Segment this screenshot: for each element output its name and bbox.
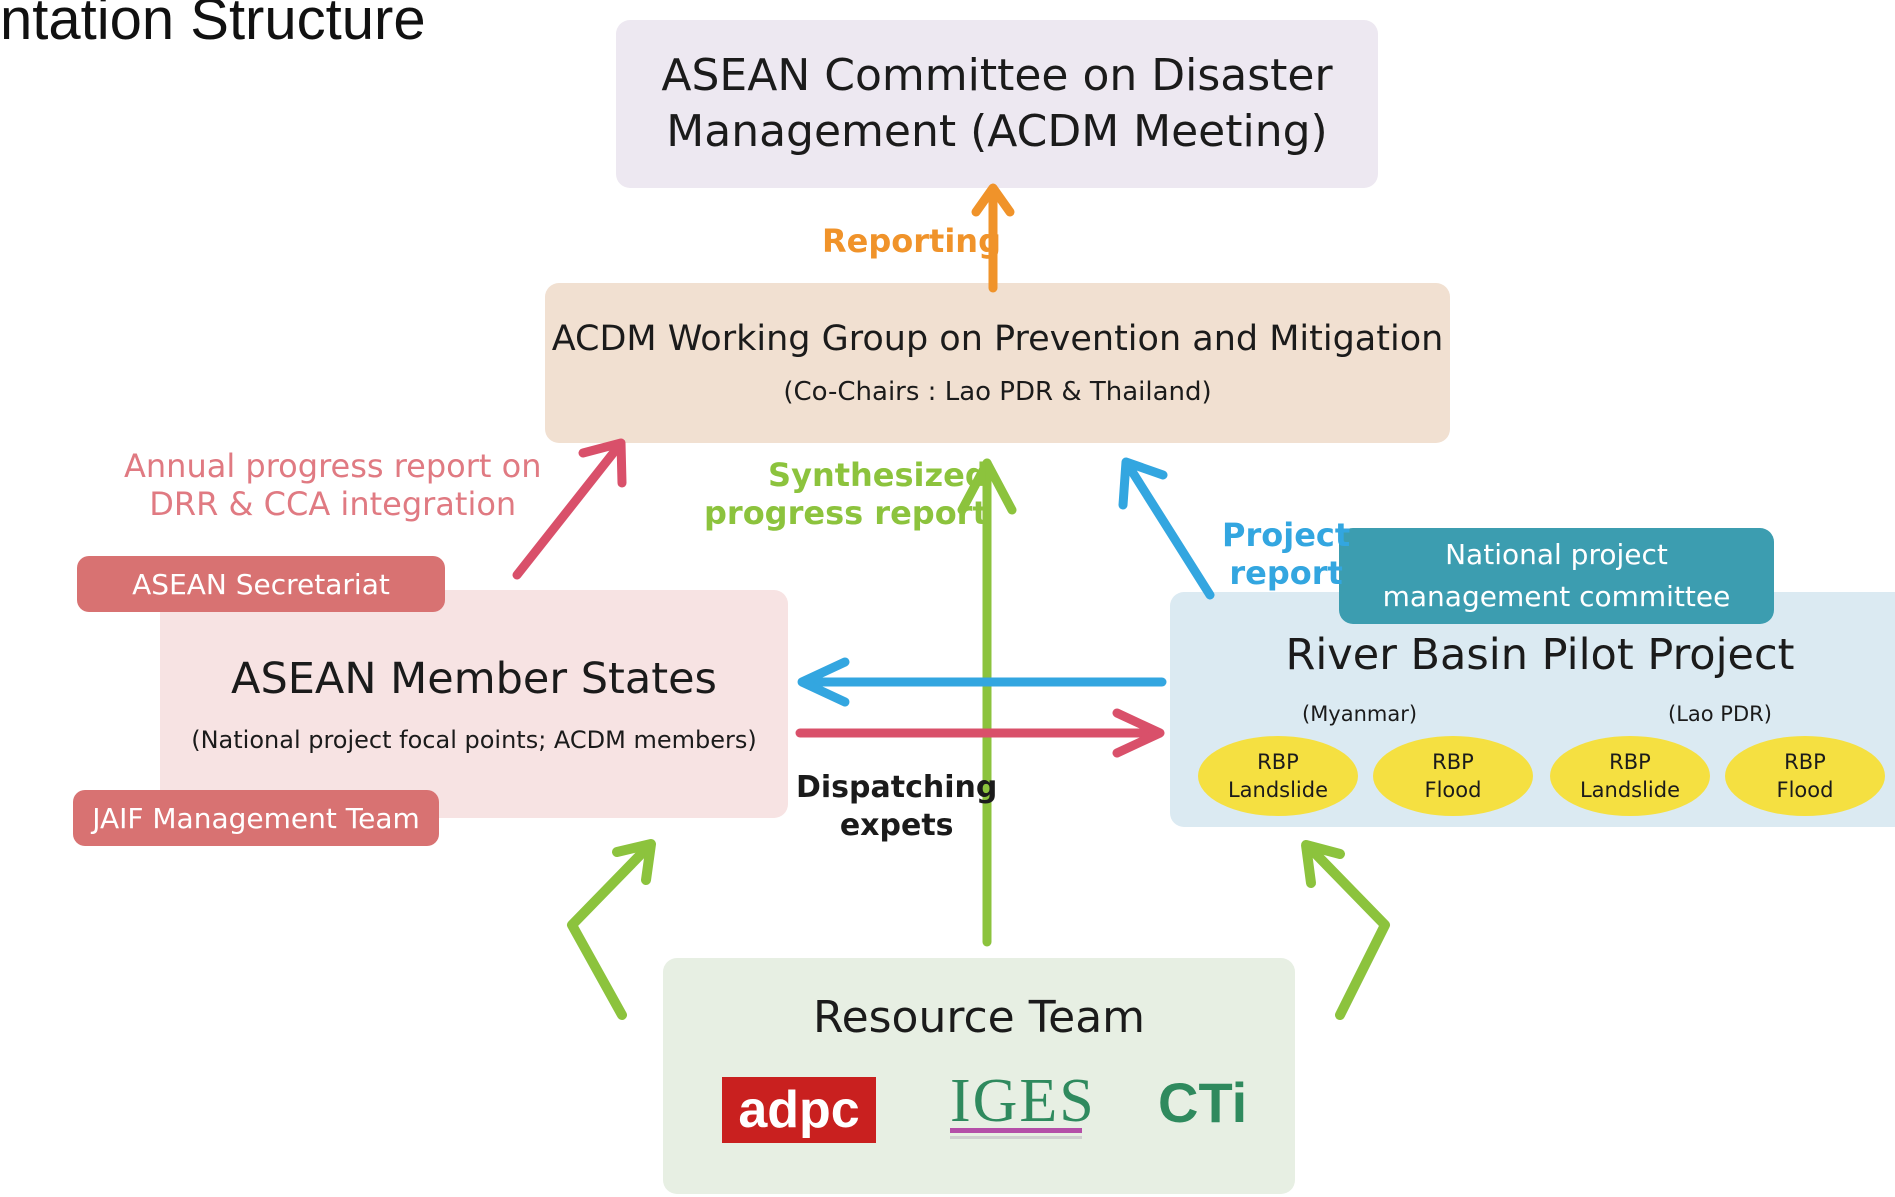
adpc-logo: adpc — [722, 1077, 876, 1143]
synthesized-report-line1: Synthesized — [768, 456, 988, 494]
working-group-cochairs: (Co-Chairs : Lao PDR & Thailand) — [783, 377, 1212, 407]
iges-logo: IGES — [950, 1067, 1096, 1135]
iges-logo-underline — [950, 1128, 1082, 1133]
rbp-type: Flood — [1424, 778, 1482, 802]
acdm-meeting-box: ASEAN Committee on Disaster Management (… — [616, 20, 1378, 188]
asean-secretariat-label: ASEAN Secretariat — [132, 567, 390, 601]
resource-team-title: Resource Team — [812, 992, 1146, 1043]
adpc-logo-text: adpc — [738, 1081, 860, 1139]
synthesized-report-label: Synthesized progress report — [704, 456, 988, 532]
national-committee-line2: management committee — [1382, 580, 1731, 613]
annual-report-line2: DRR & CCA integration — [149, 485, 517, 523]
resource-to-member-arrow-icon — [567, 839, 656, 1020]
iges-logo-subline — [950, 1136, 1082, 1139]
rbp-label: RBP — [1784, 750, 1826, 774]
member-to-rbp-arrow-icon — [795, 708, 1165, 758]
member-states-subtitle: (National project focal points; ACDM mem… — [191, 726, 757, 754]
dispatching-line1: Dispatching — [796, 770, 998, 805]
resource-team-box — [663, 958, 1295, 1194]
project-report-label: Project report — [1222, 516, 1350, 592]
rbp-label: RBP — [1257, 750, 1299, 774]
myanmar-label: (Myanmar) — [1302, 702, 1418, 726]
synthesized-report-line2: progress report — [704, 494, 988, 532]
rbp-type: Flood — [1776, 778, 1834, 802]
national-committee-badge: National project management committee — [1339, 528, 1774, 624]
reporting-label: Reporting — [822, 222, 1001, 260]
lao-pdr-label: (Lao PDR) — [1668, 702, 1772, 726]
reporting-arrow-icon — [971, 183, 1015, 293]
dispatching-line2: expets — [839, 808, 954, 843]
rbp-type: Landslide — [1579, 778, 1681, 802]
rbp-landslide-myanmar: RBP Landslide — [1198, 736, 1358, 816]
rbp-label: RBP — [1609, 750, 1651, 774]
synthesized-report-arrow-icon — [957, 458, 1017, 947]
rbp-label: RBP — [1432, 750, 1474, 774]
rbp-landslide-lao: RBP Landslide — [1550, 736, 1710, 816]
national-committee-line1: National project — [1445, 538, 1668, 571]
jaif-management-label: JAIF Management Team — [92, 801, 420, 835]
dispatching-experts-label: Dispatching expets — [796, 769, 997, 845]
page-title: ntation Structure — [0, 0, 426, 52]
resource-to-rbp-arrow-icon — [1301, 840, 1390, 1020]
project-report-line2: report — [1229, 554, 1343, 592]
annual-report-label: Annual progress report on DRR & CCA inte… — [124, 447, 541, 523]
acdm-meeting-line1: ASEAN Committee on Disaster — [661, 50, 1333, 101]
jaif-management-badge: JAIF Management Team — [73, 790, 439, 846]
rbp-to-member-arrow-icon — [797, 657, 1167, 707]
annual-report-arrow-icon — [512, 438, 627, 580]
asean-secretariat-badge: ASEAN Secretariat — [77, 556, 445, 612]
rbp-flood-lao: RBP Flood — [1725, 736, 1885, 816]
rbp-type: Landslide — [1227, 778, 1329, 802]
working-group-box: ACDM Working Group on Prevention and Mit… — [545, 283, 1450, 443]
project-report-arrow-icon — [1118, 457, 1215, 600]
member-states-title: ASEAN Member States — [231, 654, 717, 704]
project-report-line1: Project — [1222, 516, 1351, 554]
acdm-meeting-line2: Management (ACDM Meeting) — [666, 106, 1328, 157]
working-group-title: ACDM Working Group on Prevention and Mit… — [551, 319, 1444, 359]
river-basin-title: River Basin Pilot Project — [1285, 630, 1795, 680]
member-states-box: ASEAN Member States (National project fo… — [160, 590, 788, 818]
annual-report-line1: Annual progress report on — [124, 447, 542, 485]
cti-logo: CTi — [1158, 1071, 1248, 1134]
rbp-flood-myanmar: RBP Flood — [1373, 736, 1533, 816]
